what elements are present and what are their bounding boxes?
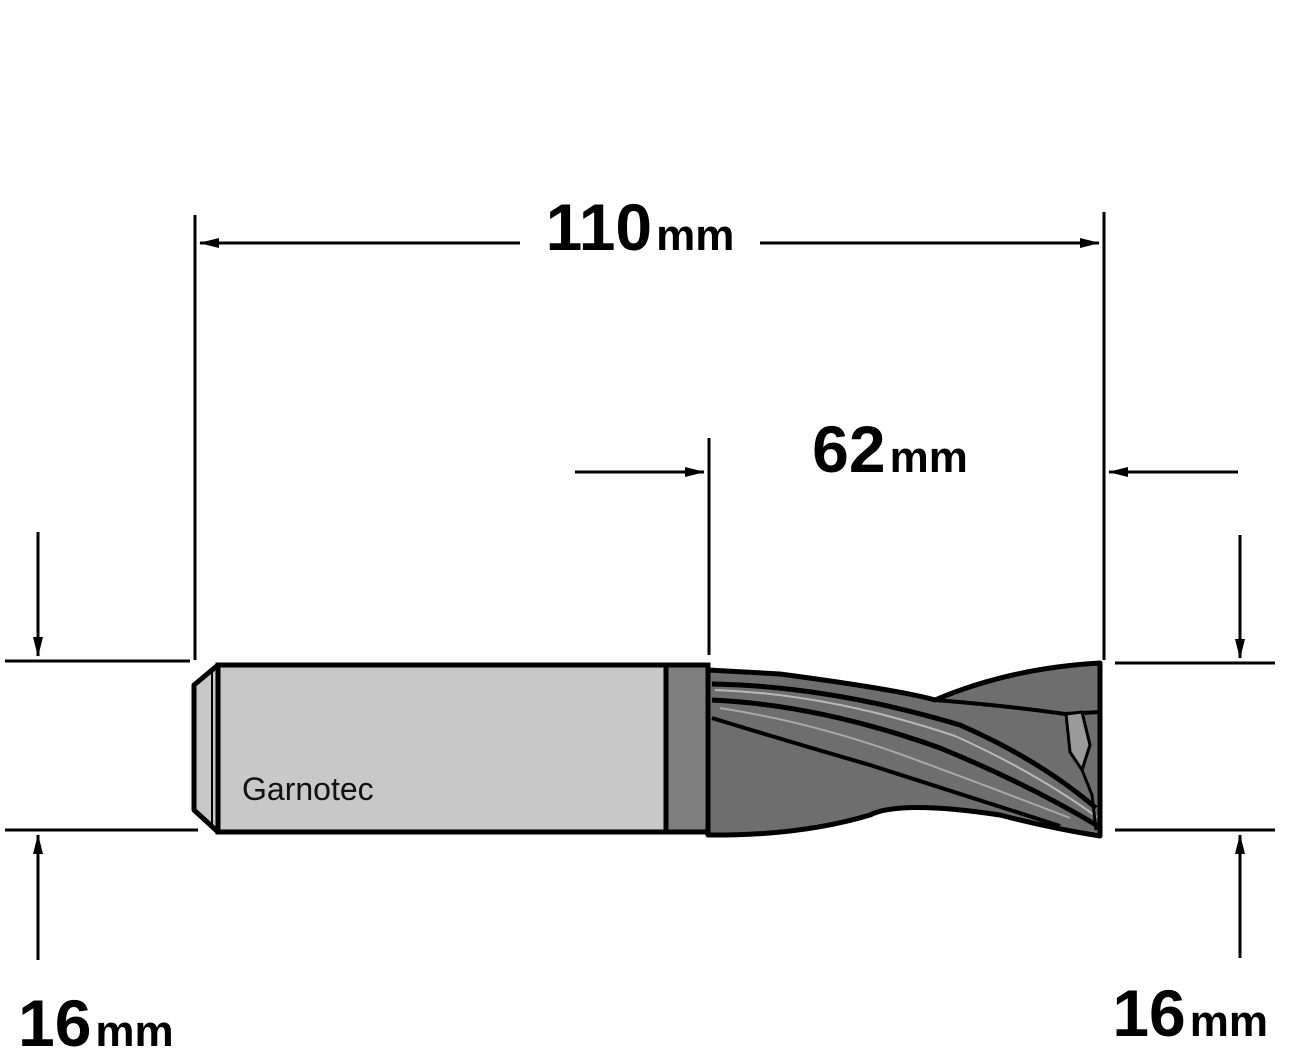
spiral-line-2 (711, 697, 1100, 829)
shank-ring (663, 662, 711, 835)
flute-upper-edge (934, 698, 1101, 717)
overall-length-label: 110mm (546, 190, 735, 264)
router-bit: Garnotec (191, 660, 1103, 839)
brand-label: Garnotec (242, 771, 374, 807)
cutting-diameter-label: 16mm (1112, 976, 1268, 1050)
spiral-line-1 (711, 681, 1098, 810)
shank-diameter-label: 16mm (18, 986, 174, 1058)
spiral-highlight-1 (714, 689, 1098, 818)
spiral-line-3 (711, 716, 1061, 828)
cutting-length-label: 62mm (812, 412, 968, 486)
overall-length-dimension: 110mm (193, 190, 1106, 660)
shank-chamfer (191, 662, 221, 835)
shank-diameter-dimension: 16mm (5, 532, 198, 1058)
cutting-tip-edge (1080, 769, 1098, 831)
cutting-length-dimension: 62mm (575, 412, 1238, 655)
cutting-diameter-dimension: 16mm (1112, 535, 1275, 1050)
shank (215, 662, 669, 835)
cutting-tip-facet (1064, 710, 1092, 772)
spiral-highlight-2 (719, 707, 1071, 819)
